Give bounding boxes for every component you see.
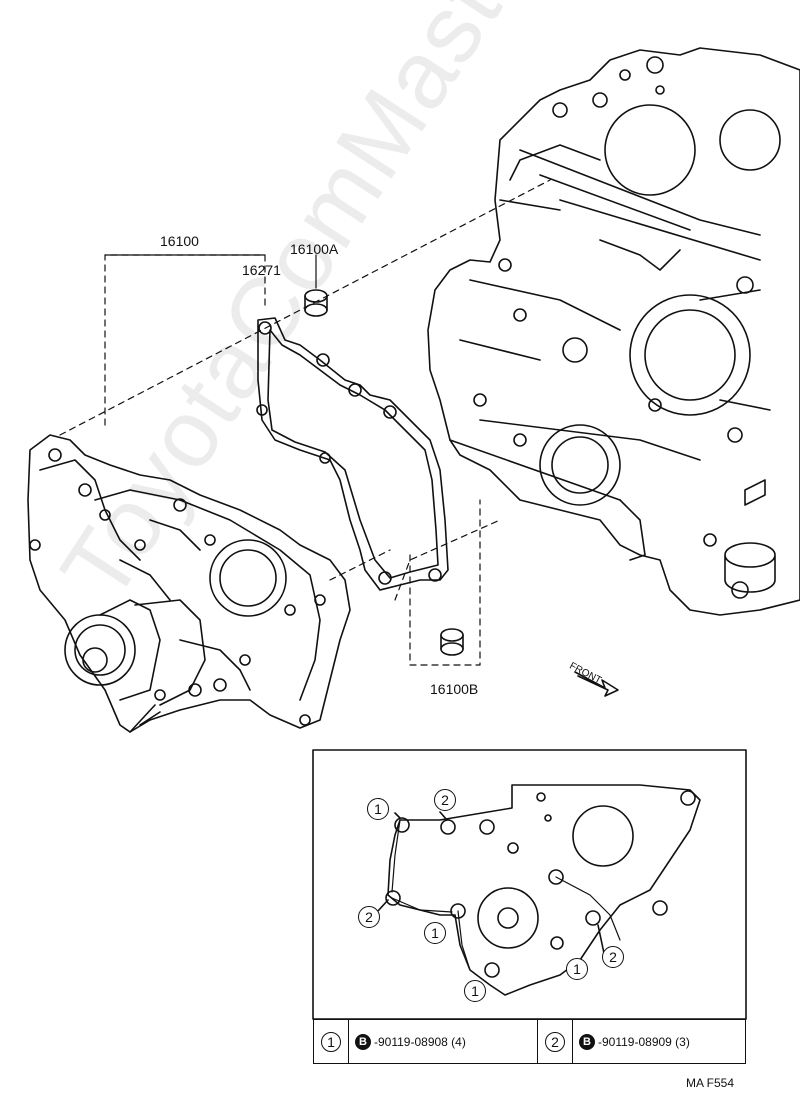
callout-1-mid: 1 <box>424 922 446 944</box>
bolt-b-icon: B <box>355 1033 371 1050</box>
water-pump-16100 <box>27 434 351 733</box>
bolt-detail-cover <box>376 784 701 996</box>
callout-2-top: 2 <box>434 789 456 811</box>
callout-2-right: 2 <box>602 946 624 968</box>
figure-code: MA F554 <box>686 1076 735 1090</box>
callout-2-left: 2 <box>358 906 380 928</box>
legend-cell-2: 2 <box>538 1020 573 1063</box>
label-16100: 16100 <box>160 233 199 249</box>
front-arrow <box>574 671 619 697</box>
dowel-pin-16100b <box>440 628 464 656</box>
legend-number-1: 1 <box>321 1031 341 1052</box>
bolt-detail-box <box>312 749 747 1020</box>
gasket-16271 <box>256 317 449 591</box>
callout-1-bottom: 1 <box>464 980 486 1002</box>
legend-part-cell-2: B -90119-08909 (3) <box>573 1020 745 1063</box>
label-16100b: 16100B <box>430 681 479 697</box>
legend-part-cell-1: B -90119-08908 (4) <box>349 1020 538 1063</box>
dowel-pin-16100a <box>304 289 328 317</box>
bolt-legend-table: 1 B -90119-08908 (4) 2 B -90119-08909 (3… <box>313 1019 746 1064</box>
legend-part-number-1: -90119-08908 (4) <box>374 1034 466 1049</box>
legend-number-2: 2 <box>545 1031 565 1052</box>
label-16271: 16271 <box>242 262 281 278</box>
bolt-b-icon: B <box>579 1033 595 1050</box>
engine-block <box>427 47 800 616</box>
callout-1-top: 1 <box>367 798 389 820</box>
callout-1-right: 1 <box>566 958 588 980</box>
label-16100a: 16100A <box>290 241 339 257</box>
legend-part-number-2: -90119-08909 (3) <box>598 1034 690 1049</box>
legend-cell-1: 1 <box>314 1020 349 1063</box>
